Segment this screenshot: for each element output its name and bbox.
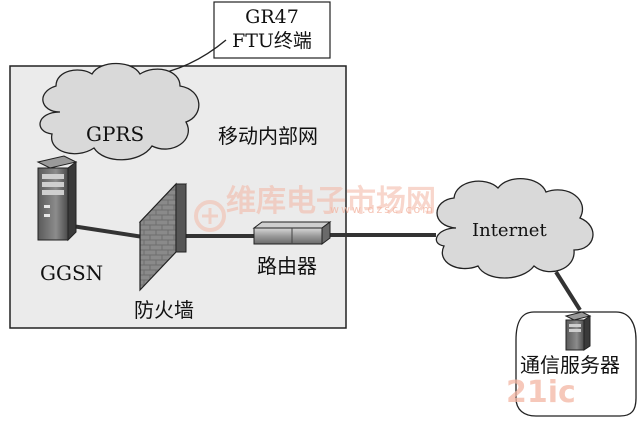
watermark-logo-icon [194,200,226,232]
internet-cloud-icon [435,177,594,279]
ggsn-firewall-link [71,224,151,240]
terminal-label-line2: FTU终端 [232,30,312,52]
server-label: 通信服务器 [520,353,620,377]
router-icon [252,221,332,245]
internet-label: Internet [472,220,547,241]
ggsn-server-icon [36,155,78,242]
terminal-label-line1: GR47 [245,6,299,28]
terminal-callout-box [213,1,331,59]
network-title: 移动内部网 [218,124,318,148]
watermark-corner: 21ic [506,375,576,410]
gprs-cloud-icon [39,62,200,161]
gprs-label: GPRS [86,122,145,146]
watermark-brand: 维库电子市场网 [226,184,436,219]
comm-server-icon [564,311,592,351]
firewall-label: 防火墙 [134,298,194,322]
firewall-icon [138,182,188,292]
ggsn-label: GGSN [40,261,104,285]
watermark-url: www.dzsc.com [330,203,436,216]
router-label: 路由器 [257,254,317,278]
internet-server-link [554,270,582,312]
